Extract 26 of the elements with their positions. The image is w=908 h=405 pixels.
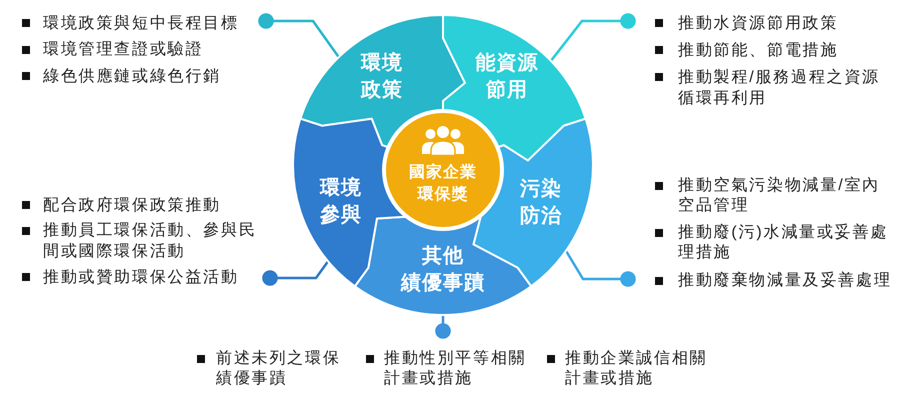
connector-line (258, 13, 340, 58)
list-item: 配合政府環保政策推動 (43, 196, 222, 216)
list-item: 環境管理查證或驗證 (43, 40, 204, 60)
connector-line (262, 261, 329, 286)
list-item: 前述未列之環保績優事蹟 (216, 348, 342, 388)
segment-label: 環境參與 (318, 176, 363, 228)
list-item: 推動節能、節電措施 (678, 40, 840, 60)
list-item: 綠色供應鏈或綠色行銷 (43, 66, 222, 86)
list-item: 推動空氣污染物減量/室內空品管理 (678, 176, 882, 216)
list-item: 推動製程/服務過程之資源循環再利用 (678, 68, 882, 108)
segment-label: 污染防治 (518, 176, 563, 229)
list-item: 環境政策與短中長程目標 (43, 14, 240, 34)
list-item: 推動廢(污)水減量或妥善處理措施 (678, 223, 890, 263)
list-item: 推動性別平等相關計畫或措施 (384, 348, 528, 388)
connector-line (550, 13, 636, 62)
list-item: 推動廢棄物減量及妥善處理 (678, 270, 893, 290)
list-item: 推動或贊助環保公益活動 (43, 268, 240, 288)
segment-label: 其他績優事蹟 (400, 244, 486, 296)
connector-line (565, 250, 636, 287)
list-item: 推動員工環保活動、參與民間或國際環保活動 (43, 220, 258, 262)
segment-label: 環境政策 (360, 50, 404, 103)
list-item: 推動企業誠信相關計畫或措施 (565, 348, 708, 388)
segment-label: 能資源節用 (474, 51, 540, 103)
connector-line (435, 316, 451, 339)
list-item: 推動水資源節用政策 (678, 14, 840, 34)
center-label: 國家企業環保獎 (408, 162, 478, 205)
